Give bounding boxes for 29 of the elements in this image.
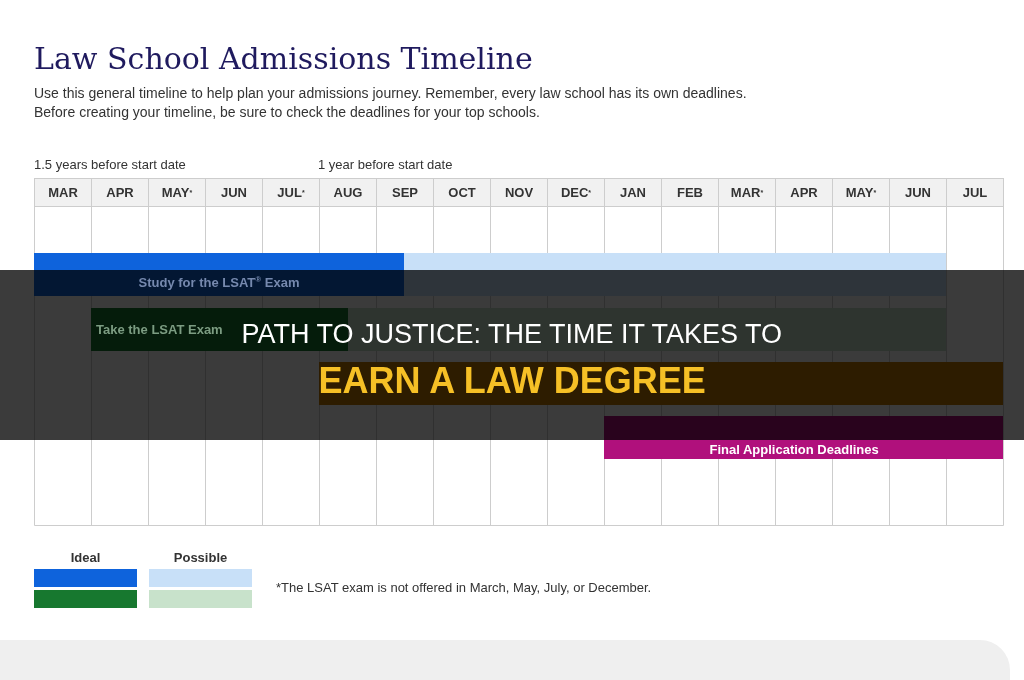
bar-label: Final Application Deadlines xyxy=(709,442,879,458)
bar-label: Take the LSAT Exam xyxy=(96,321,223,338)
month-header: JUN xyxy=(890,178,947,207)
month-header: NOV xyxy=(491,178,548,207)
legend-label: Ideal xyxy=(69,550,102,566)
footnote-text: *The LSAT exam is not offered in March, May, July, or December. xyxy=(276,580,652,596)
month-header: APR xyxy=(776,178,833,207)
month-header: MAR$^{*}$ xyxy=(719,178,776,207)
month-header: FEB xyxy=(662,178,719,207)
legend-label: Possible xyxy=(172,550,229,566)
month-header: JUL xyxy=(947,178,1004,207)
month-header: SEP xyxy=(377,178,434,207)
month-header: MAY$^{*}$ xyxy=(833,178,890,207)
time-marker-text: 1 year before start date xyxy=(318,157,453,173)
month-header: JUL$^{*}$ xyxy=(263,178,320,207)
diagram-title: Law School Admissions Timeline xyxy=(34,41,533,77)
month-header: MAY$^{*}$ xyxy=(149,178,206,207)
month-header: JAN xyxy=(605,178,662,207)
month-header: DEC$^{*}$ xyxy=(548,178,605,207)
month-header: OCT xyxy=(434,178,491,207)
month-header: JUN xyxy=(206,178,263,207)
time-marker-text: 1.5 years before start date xyxy=(34,157,186,173)
banner-title: EARN A LAW DEGREE xyxy=(318,361,706,401)
bar-label: Study for the LSAT$^{®}$ Exam xyxy=(138,275,300,291)
banner-title: PATH TO JUSTICE: THE TIME IT TAKES TO xyxy=(241,319,783,349)
month-header: APR xyxy=(92,178,149,207)
month-header: AUG xyxy=(320,178,377,207)
month-header: MAR xyxy=(34,178,92,207)
description-text: Use this general timeline to help plan your admissions journey. Remember, every law school has its own deadlines. Before creating your timeline, be sure to check the deadlines for your top schools. xyxy=(34,84,748,122)
